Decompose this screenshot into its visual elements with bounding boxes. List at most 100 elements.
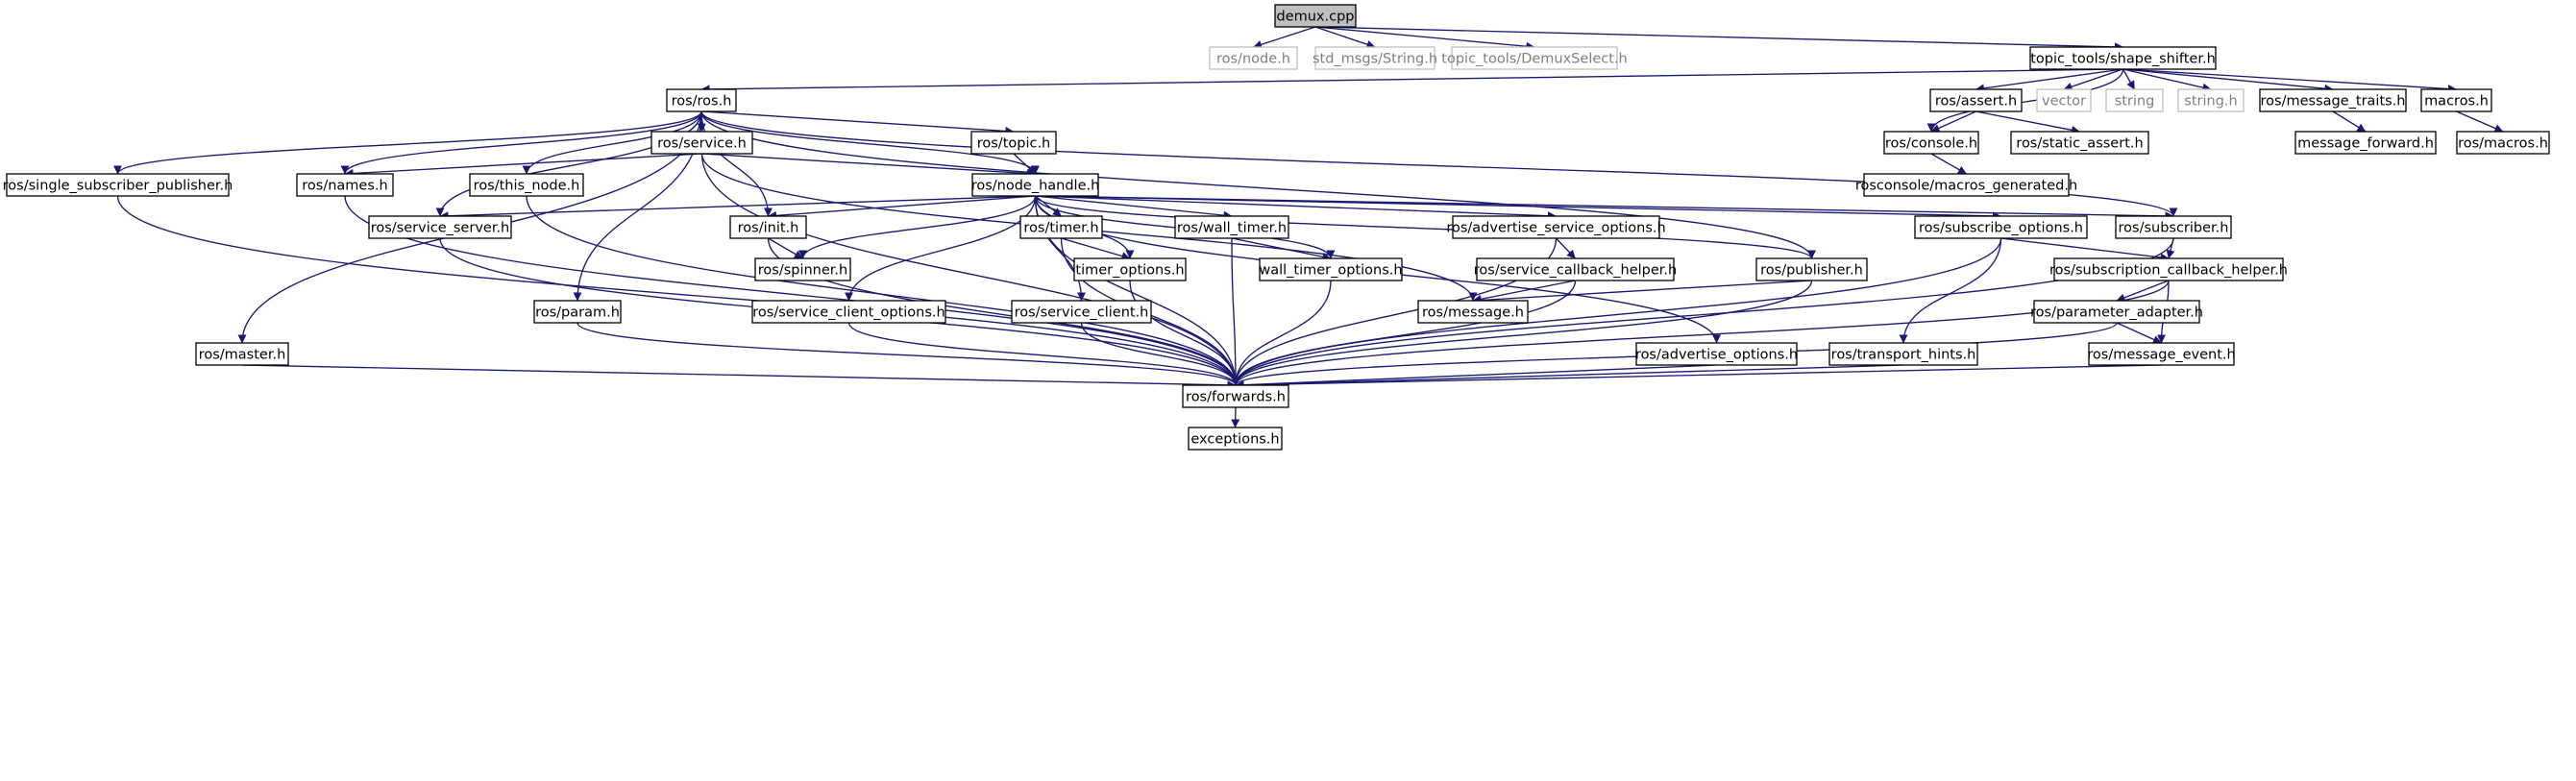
graph-node-timeropts[interactable]: timer_options.h (1073, 257, 1187, 281)
graph-node-nodehandle[interactable]: ros/node_handle.h (971, 173, 1100, 197)
node-label: ros/this_node.h (474, 179, 580, 194)
edge-service-to-nodehandle (701, 153, 1036, 178)
graph-node-msgevent[interactable]: ros/message_event.h (2087, 342, 2236, 366)
edge-rosh-to-nodehandle (700, 110, 1040, 175)
graph-node-subopts[interactable]: ros/subscribe_options.h (1914, 215, 2088, 239)
edge-demux-to-rosnode (1253, 26, 1316, 49)
graph-node-rosh[interactable]: ros/ros.h (666, 88, 737, 112)
graph-node-msgforward[interactable]: message_forward.h (2294, 131, 2437, 155)
edge-publisher-to-forwards (1231, 280, 1813, 386)
node-box (1011, 300, 1152, 324)
edge-nodehandle-to-srvclientopts (845, 195, 1037, 302)
node-box (1828, 342, 1978, 366)
node-box (296, 173, 394, 197)
graph-node-timer[interactable]: ros/timer.h (1019, 215, 1103, 239)
node-box (2088, 342, 2235, 366)
edge-shapeshifter-to-console (1926, 68, 2124, 133)
node-box (754, 257, 851, 281)
edge-assert-to-console (1930, 110, 1976, 133)
graph-node-demux[interactable]: demux.cpp (1274, 4, 1357, 28)
node-box (729, 215, 807, 239)
edge-timeropts-to-forwards (1129, 280, 1240, 386)
graph-node-console[interactable]: ros/console.h (1883, 131, 1979, 155)
graph-node-srvclientopts[interactable]: ros/service_client_options.h (751, 300, 946, 324)
node-label: ros/transport_hints.h (1831, 348, 1976, 363)
graph-node-vector[interactable]: vector (2036, 88, 2092, 112)
graph-node-string[interactable]: string (2105, 88, 2164, 112)
node-label: ros/forwards.h (1186, 390, 1286, 405)
graph-node-publisher[interactable]: ros/publisher.h (1755, 257, 1868, 281)
graph-node-rosmacros[interactable]: ros/macros.h (2456, 131, 2550, 155)
edge-walltimeropts-to-forwards (1231, 280, 1332, 386)
edge-master-to-forwards (241, 364, 1237, 390)
node-label: string (2115, 94, 2155, 110)
graph-node-subscriber[interactable]: ros/subscriber.h (2115, 215, 2232, 239)
graph-node-assert[interactable]: ros/assert.h (1929, 88, 2023, 112)
node-box (2105, 88, 2164, 112)
node-label: ros/subscriber.h (2119, 221, 2229, 236)
node-box (1476, 257, 1675, 281)
node-box (2115, 215, 2232, 239)
node-label: demux.cpp (1276, 10, 1354, 25)
edges-layer (113, 26, 2504, 428)
node-box (1209, 46, 1298, 70)
graph-node-walltimer[interactable]: ros/wall_timer.h (1174, 215, 1289, 239)
graph-node-param[interactable]: ros/param.h (533, 300, 622, 324)
graph-node-init[interactable]: ros/init.h (729, 215, 807, 239)
edge-rosh-to-names (340, 110, 702, 175)
graph-node-rosnode[interactable]: ros/node.h (1209, 46, 1298, 70)
graph-node-stdstring[interactable]: std_msgs/String.h (1313, 46, 1437, 70)
graph-node-advopts[interactable]: ros/advertise_options.h (1635, 342, 1798, 366)
node-box (2259, 88, 2407, 112)
node-box (1755, 257, 1868, 281)
node-label: ros/static_assert.h (2016, 136, 2143, 152)
edge-shapeshifter-to-assert (1975, 68, 2123, 93)
graph-node-exceptions[interactable]: exceptions.h (1188, 427, 1283, 451)
node-label: ros/param.h (535, 305, 620, 321)
node-box (650, 131, 753, 155)
edge-rosh-to-serviceserver (435, 110, 702, 217)
node-label: ros/macros.h (2458, 136, 2548, 152)
graph-node-macros[interactable]: macros.h (2420, 88, 2492, 112)
graph-node-message[interactable]: ros/message.h (1417, 300, 1529, 324)
node-label: ros/topic.h (977, 136, 1051, 152)
edge-srvclient-to-forwards (1080, 322, 1240, 386)
edge-nodehandle-to-advsrvopts (1035, 195, 1557, 221)
graph-node-stringh[interactable]: string.h (2177, 88, 2245, 112)
graph-node-names[interactable]: ros/names.h (296, 173, 394, 197)
node-box (971, 173, 1099, 197)
graph-node-service[interactable]: ros/service.h (650, 131, 753, 155)
graph-node-subcbhelper[interactable]: ros/subscription_callback_helper.h (2049, 257, 2288, 281)
node-box (2177, 88, 2245, 112)
graph-node-demuxselect[interactable]: topic_tools/DemuxSelect.h (1441, 46, 1628, 70)
node-box (1073, 257, 1187, 281)
graph-node-topic[interactable]: ros/topic.h (970, 131, 1057, 155)
node-box (2033, 300, 2200, 324)
graph-node-singlesub[interactable]: ros/single_subscriber_publisher.h (3, 173, 233, 197)
graph-node-spinner[interactable]: ros/spinner.h (754, 257, 851, 281)
edge-nodehandle-to-init (768, 195, 1036, 220)
node-label: topic_tools/shape_shifter.h (2030, 52, 2216, 67)
graph-node-serviceserver[interactable]: ros/service_server.h (368, 215, 512, 239)
graph-node-master[interactable]: ros/master.h (195, 342, 289, 366)
graph-node-thisnode[interactable]: ros/this_node.h (469, 173, 584, 197)
node-label: ros/timer.h (1023, 221, 1098, 236)
graph-node-macrosgen[interactable]: rosconsole/macros_generated.h (1855, 173, 2077, 197)
graph-node-walltimeropts[interactable]: wall_timer_options.h (1259, 257, 1403, 281)
graph-node-srvcbhelper[interactable]: ros/service_callback_helper.h (1474, 257, 1677, 281)
node-label: ros/parameter_adapter.h (2030, 305, 2203, 321)
graph-node-transporthints[interactable]: ros/transport_hints.h (1828, 342, 1978, 366)
graph-node-forwards[interactable]: ros/forwards.h (1182, 384, 1289, 408)
graph-node-shapeshifter[interactable]: topic_tools/shape_shifter.h (2029, 46, 2217, 70)
graph-node-advsrvopts[interactable]: ros/advertise_service_options.h (1446, 215, 1666, 239)
graph-node-paramadapter[interactable]: ros/parameter_adapter.h (2030, 300, 2203, 324)
node-box (2420, 88, 2492, 112)
graph-node-staticassert[interactable]: ros/static_assert.h (2010, 131, 2149, 155)
edge-rosh-to-subscriber (700, 110, 2178, 217)
node-box (1452, 215, 1660, 239)
node-label: ros/master.h (199, 348, 286, 363)
graph-node-srvclient[interactable]: ros/service_client.h (1011, 300, 1152, 324)
graph-node-msgtraits[interactable]: ros/message_traits.h (2259, 88, 2407, 112)
edge-msgtraits-to-msgforward (2332, 110, 2367, 133)
